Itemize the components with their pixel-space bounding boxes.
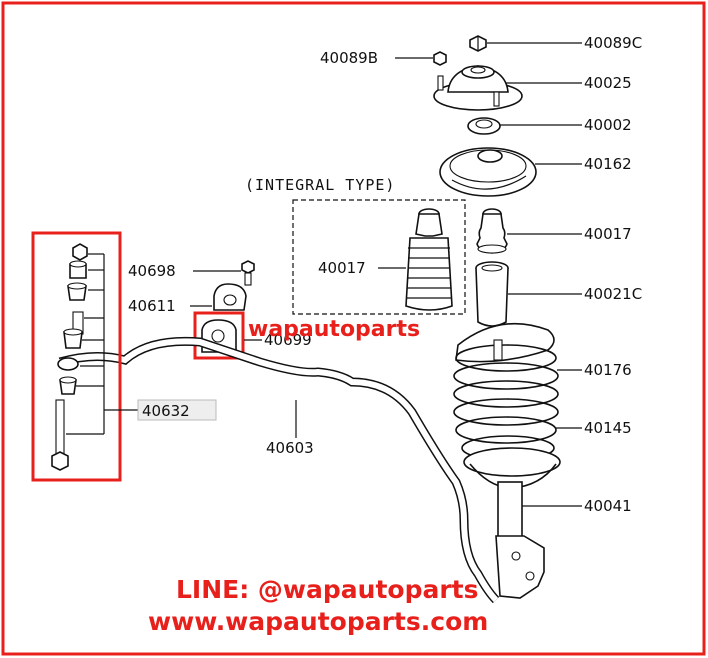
label-40017-integral: 40017 <box>318 259 366 277</box>
integral-type-label: (INTEGRAL TYPE) <box>245 176 395 194</box>
label-40089b: 40089B <box>320 49 378 67</box>
part-40162-spring-seat[interactable] <box>439 147 537 197</box>
watermark-website: www.wapautoparts.com <box>148 607 488 636</box>
part-40002-bearing[interactable] <box>467 117 501 135</box>
label-40145: 40145 <box>584 419 632 437</box>
part-40017-integral-boot[interactable] <box>405 208 453 311</box>
label-40041: 40041 <box>584 497 632 515</box>
label-40603: 40603 <box>266 439 314 457</box>
label-40632: 40632 <box>142 402 190 420</box>
part-40603-stabilizer-bar[interactable] <box>58 336 500 604</box>
label-40611: 40611 <box>128 297 176 315</box>
part-40041-strut-body[interactable] <box>495 481 545 599</box>
label-40089c: 40089C <box>584 34 642 52</box>
part-40698-bolt[interactable] <box>241 260 255 286</box>
part-40089b-nut[interactable] <box>433 51 447 66</box>
highlight-box-40632 <box>31 231 122 482</box>
part-40611-bracket[interactable] <box>213 283 247 311</box>
label-40021c: 40021C <box>584 285 642 303</box>
part-40176-coil-spring[interactable] <box>453 322 559 461</box>
part-40089c-nut[interactable] <box>469 35 487 52</box>
highlight-box-40699 <box>193 311 245 360</box>
label-40698: 40698 <box>128 262 176 280</box>
part-40025-strut-mount[interactable] <box>433 65 523 111</box>
label-40017-right: 40017 <box>584 225 632 243</box>
label-40699: 40699 <box>264 331 312 349</box>
label-40176: 40176 <box>584 361 632 379</box>
part-40017-bump-stop[interactable] <box>476 208 508 254</box>
watermark-brand: wapautoparts <box>248 317 420 342</box>
part-40021c-dust-cover[interactable] <box>475 261 509 327</box>
part-40632-link-kit[interactable] <box>51 243 88 471</box>
label-40002: 40002 <box>584 116 632 134</box>
integral-type-box <box>292 199 466 315</box>
watermark-line-id: LINE: @wapautoparts <box>176 575 479 604</box>
label-40162: 40162 <box>584 155 632 173</box>
label-40632-background <box>137 399 217 421</box>
label-40025: 40025 <box>584 74 632 92</box>
